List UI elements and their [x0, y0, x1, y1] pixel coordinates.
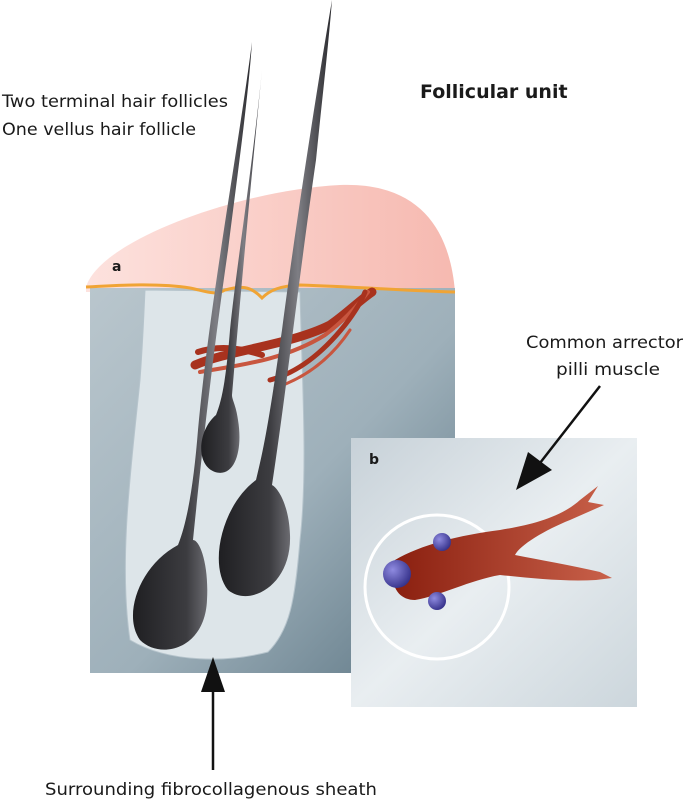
diagram-title: Follicular unit	[420, 81, 568, 103]
muscle-label-line1: Common arrector	[526, 333, 683, 353]
panel-b-letter: b	[369, 452, 379, 468]
terminal-hair-follicle-right	[218, 0, 332, 597]
hair-nucleus-bottom	[428, 592, 446, 610]
follicles-label-line1: Two terminal hair follicles	[1, 92, 228, 112]
muscle-cross-section	[392, 486, 612, 600]
panel-b: b	[351, 438, 637, 707]
vellus-hair-follicle	[201, 70, 262, 473]
sheath-label: Surrounding fibrocollagenous sheath	[45, 780, 377, 800]
muscle-label-line2: pilli muscle	[556, 360, 660, 380]
hair-nucleus-large	[383, 560, 411, 588]
follicular-unit-outline	[363, 513, 511, 661]
skin-surface-line	[85, 283, 456, 301]
terminal-hair-follicle-left	[132, 42, 252, 650]
follicles-label-line2: One vellus hair follicle	[2, 120, 196, 140]
hair-nucleus-top	[433, 533, 451, 551]
epidermis	[86, 184, 455, 292]
muscle-arrow	[516, 385, 601, 490]
panel-a-letter: a	[112, 259, 121, 275]
sheath-arrow	[201, 657, 225, 770]
